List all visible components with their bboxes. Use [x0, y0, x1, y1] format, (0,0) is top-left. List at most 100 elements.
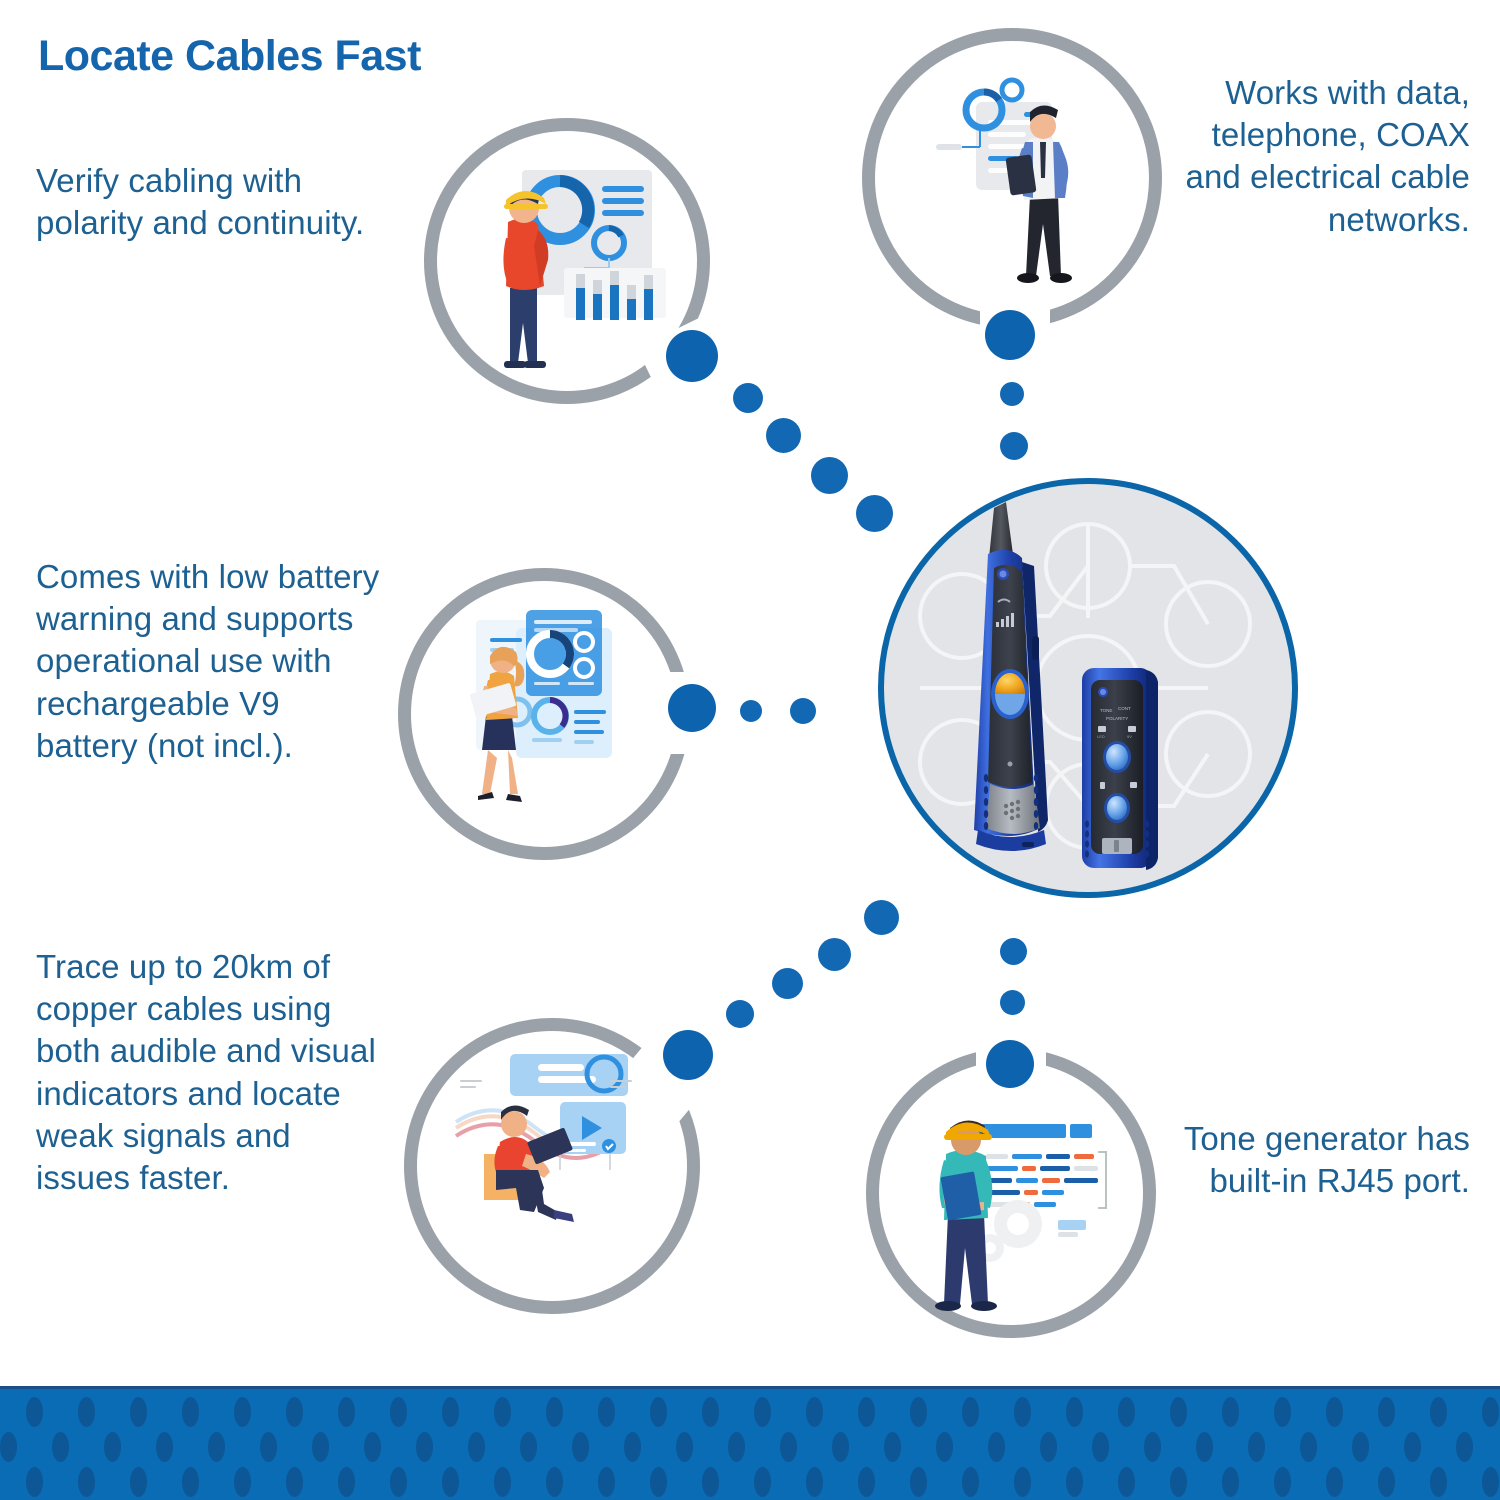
- banner-dot: [910, 1467, 927, 1497]
- banner-dot: [234, 1397, 251, 1427]
- woman-with-laptop-dashboard-illustration: [469, 610, 612, 802]
- banner-dot: [1222, 1397, 1239, 1427]
- banner-dot: [26, 1397, 43, 1427]
- callout-text-tone: Tone generator has built-in RJ45 port.: [1183, 1120, 1470, 1200]
- banner-dot: [286, 1467, 303, 1497]
- bottom-banner: [0, 1386, 1500, 1500]
- banner-dot: [1378, 1467, 1395, 1497]
- banner-dot: [702, 1467, 719, 1497]
- banner-dot: [494, 1397, 511, 1427]
- banner-dot: [26, 1467, 43, 1497]
- banner-dot: [338, 1397, 355, 1427]
- banner-dot: [702, 1397, 719, 1427]
- banner-dot: [1274, 1467, 1291, 1497]
- banner-dot: [1404, 1432, 1421, 1462]
- banner-dot: [962, 1467, 979, 1497]
- banner-dot: [884, 1432, 901, 1462]
- businessman-with-tablet-illustration: [936, 77, 1072, 283]
- banner-dot: [754, 1467, 771, 1497]
- banner-dot: [1118, 1397, 1135, 1427]
- banner-dot: [494, 1467, 511, 1497]
- banner-dot: [1040, 1432, 1057, 1462]
- banner-dot: [1066, 1397, 1083, 1427]
- banner-dot: [78, 1397, 95, 1427]
- tone-generator: TONE CONT POLARITY LED 9V: [1082, 668, 1158, 870]
- banner-dot: [1300, 1432, 1317, 1462]
- banner-dot: [598, 1467, 615, 1497]
- connector-anchor-dot-tone: [986, 1040, 1034, 1088]
- illustration-circle-verify: [424, 118, 726, 404]
- banner-dot: [1482, 1397, 1499, 1427]
- connector-dot: [790, 698, 816, 724]
- svg-text:LED: LED: [1097, 734, 1105, 739]
- banner-dot: [1170, 1467, 1187, 1497]
- connector-dot: [864, 900, 899, 935]
- connector-anchor-dot-verify: [666, 330, 718, 382]
- banner-dot: [858, 1467, 875, 1497]
- banner-dot: [650, 1467, 667, 1497]
- banner-dot: [1196, 1432, 1213, 1462]
- banner-dot: [1170, 1397, 1187, 1427]
- banner-dot: [78, 1467, 95, 1497]
- banner-dot: [1274, 1397, 1291, 1427]
- banner-dot: [1326, 1467, 1343, 1497]
- man-sitting-with-laptop-illustration: [454, 1054, 632, 1222]
- banner-dot: [1144, 1432, 1161, 1462]
- banner-dot: [1118, 1467, 1135, 1497]
- banner-dot: [390, 1467, 407, 1497]
- connector-dot: [733, 383, 763, 413]
- svg-text:POLARITY: POLARITY: [1106, 716, 1128, 721]
- banner-dot: [390, 1397, 407, 1427]
- connector-anchor-dot-works-with: [985, 310, 1035, 360]
- banner-dot: [1378, 1397, 1395, 1427]
- illustration-circle-battery: [398, 568, 702, 860]
- banner-dot: [546, 1397, 563, 1427]
- banner-dot: [286, 1397, 303, 1427]
- callout-text-battery: Comes with low battery warning and suppo…: [36, 558, 380, 764]
- connector-dot: [772, 968, 803, 999]
- illustration-circle-works-with: [862, 28, 1162, 338]
- banner-dot: [546, 1467, 563, 1497]
- banner-dot: [1222, 1467, 1239, 1497]
- banner-dot: [364, 1432, 381, 1462]
- page-title: Locate Cables Fast: [38, 32, 421, 80]
- banner-dot: [780, 1432, 797, 1462]
- connector-dot: [1000, 938, 1027, 965]
- banner-dot: [936, 1432, 953, 1462]
- banner-dot: [104, 1432, 121, 1462]
- banner-dot: [988, 1432, 1005, 1462]
- banner-dot: [962, 1397, 979, 1427]
- svg-text:CONT: CONT: [1118, 706, 1131, 711]
- banner-dot: [1430, 1467, 1447, 1497]
- callout-text-verify: Verify cabling with polarity and continu…: [36, 162, 365, 242]
- callout-text-trace: Trace up to 20km of copper cables using …: [36, 948, 376, 1197]
- banner-dot: [832, 1432, 849, 1462]
- connector-dot: [1000, 990, 1025, 1015]
- cable-tracer-probe: [974, 502, 1048, 851]
- banner-dot: [806, 1467, 823, 1497]
- illustration-circle-trace: [404, 1018, 714, 1314]
- banner-dot: [1482, 1467, 1499, 1497]
- connector-dot: [740, 700, 762, 722]
- connector-anchor-dot-trace: [663, 1030, 713, 1080]
- banner-dot: [182, 1397, 199, 1427]
- worker-with-charts-illustration: [503, 170, 666, 368]
- banner-dot: [338, 1467, 355, 1497]
- engineer-with-clipboard-illustration: [935, 1120, 1107, 1311]
- banner-dot: [260, 1432, 277, 1462]
- svg-text:TONE: TONE: [1100, 708, 1112, 713]
- banner-dot: [598, 1397, 615, 1427]
- banner-dot: [442, 1467, 459, 1497]
- banner-dot: [676, 1432, 693, 1462]
- banner-dot: [1014, 1467, 1031, 1497]
- banner-dot: [1352, 1432, 1369, 1462]
- banner-dot: [1430, 1397, 1447, 1427]
- connector-anchor-dot-battery: [668, 684, 716, 732]
- banner-dot: [520, 1432, 537, 1462]
- banner-dot: [858, 1397, 875, 1427]
- illustration-circle-tone: [866, 1038, 1156, 1338]
- banner-dot: [910, 1397, 927, 1427]
- connector-dot: [856, 495, 893, 532]
- connector-dot: [766, 418, 801, 453]
- banner-dot: [624, 1432, 641, 1462]
